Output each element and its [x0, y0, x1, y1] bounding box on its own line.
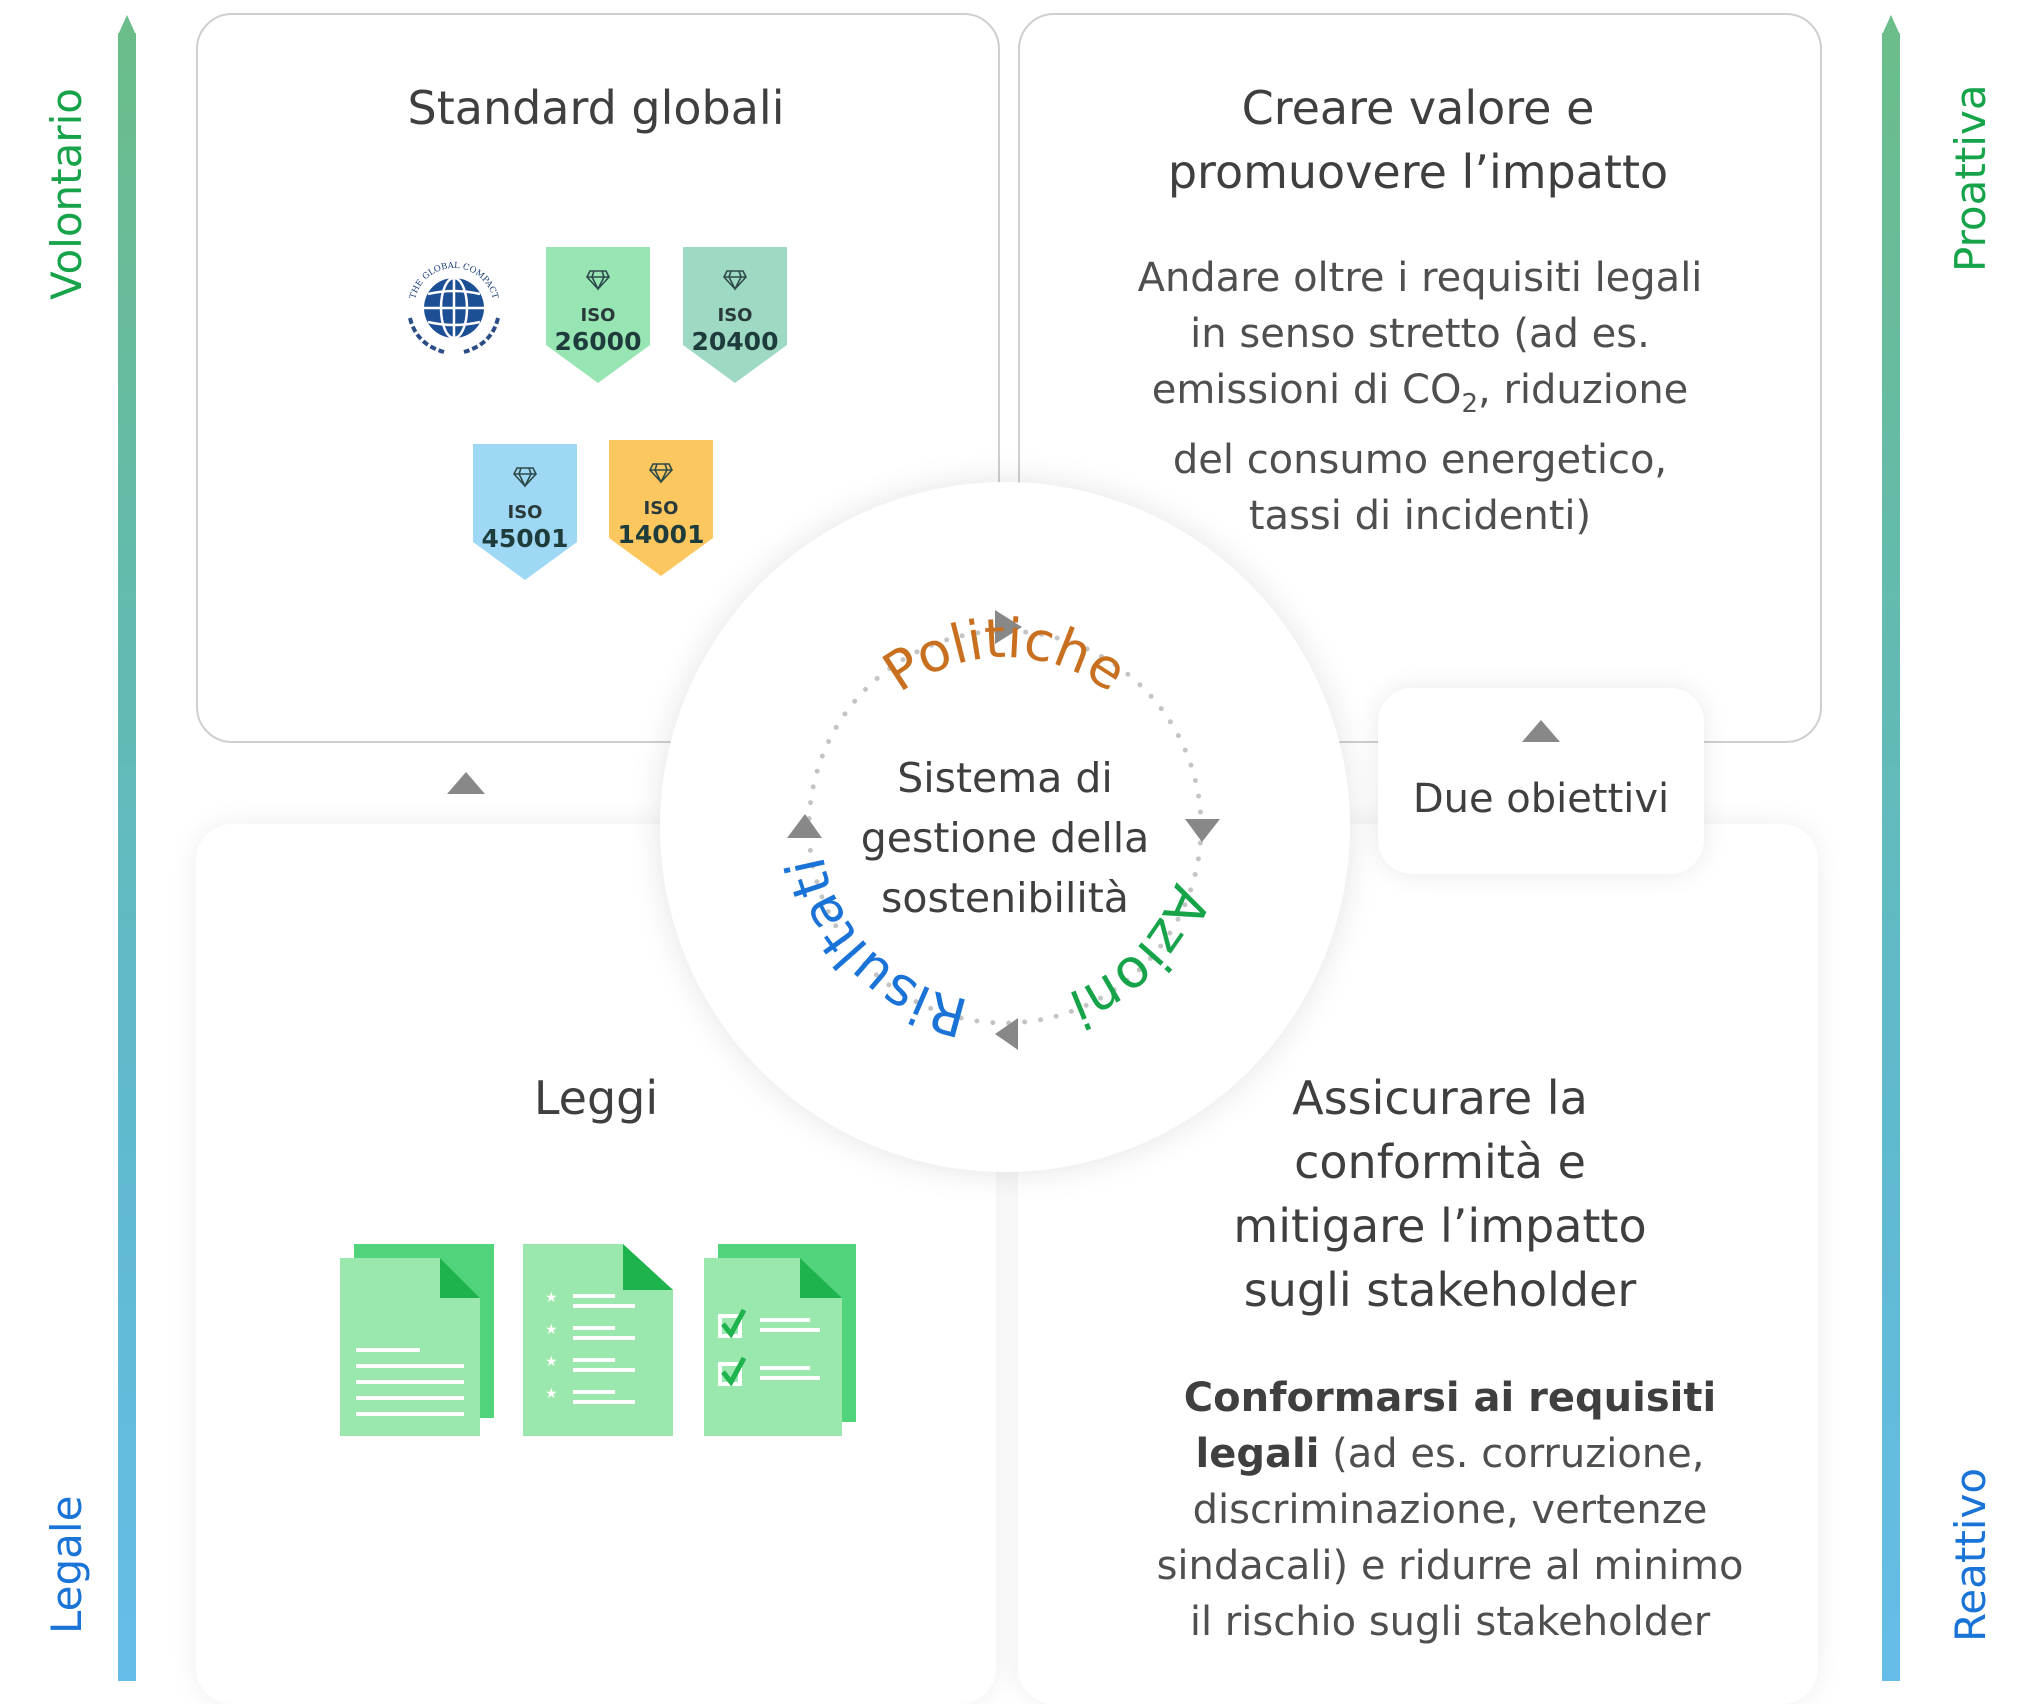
badge-number: 26000: [554, 327, 642, 356]
up-arrow-icon: [447, 772, 485, 794]
title-line: Assicurare la: [1292, 1071, 1588, 1125]
iso-14001-badge: ISO 14001: [609, 440, 713, 576]
diamond-icon: [586, 270, 610, 291]
text-line: tassi di incidenti): [1248, 493, 1592, 539]
text-line: Andare oltre i requisiti legali: [1137, 255, 1703, 301]
text-line: sostenibilità: [881, 874, 1129, 922]
proactive-reactive-axis-arrow: [1882, 15, 1900, 1681]
conformarsi-description: Conformarsi ai requisiti legali (ad es. …: [1110, 1370, 1790, 1650]
creare-valore-title: Creare valore e promuovere l’impatto: [1018, 76, 1818, 204]
title-line: Creare valore e: [1241, 81, 1595, 135]
axis-label-proattiva: Proattiva: [1946, 84, 1995, 272]
text-line: in senso stretto (ad es.: [1190, 311, 1650, 357]
text-line: il rischio sugli stakeholder: [1189, 1599, 1711, 1645]
text-line: sindacali) e ridurre al minimo: [1156, 1543, 1744, 1589]
document-icon: [340, 1244, 494, 1436]
document-list-icon: ★ ★ ★ ★: [523, 1244, 673, 1436]
title-line: conformità e: [1294, 1135, 1586, 1189]
badge-number: 20400: [691, 327, 779, 356]
voluntary-legal-axis-arrow: [118, 15, 136, 1681]
leggi-title: Leggi: [533, 1071, 659, 1125]
checklist-document-icon: [704, 1244, 856, 1436]
text-fragment: (ad es. corruzione,: [1319, 1431, 1705, 1477]
diamond-icon: [649, 463, 673, 484]
diamond-icon: [723, 270, 747, 291]
iso-26000-badge: ISO 26000: [546, 247, 650, 383]
badge-label: ISO: [717, 305, 753, 326]
badge-number: 14001: [617, 520, 705, 549]
badge-shape: [609, 440, 713, 576]
title-line: sugli stakeholder: [1243, 1263, 1637, 1317]
svg-text:★: ★: [545, 1354, 558, 1370]
badge-shape: [473, 444, 577, 580]
text-fragment: , riduzione: [1478, 367, 1689, 413]
standard-globali-title: Standard globali: [407, 81, 785, 135]
badge-shape: [546, 247, 650, 383]
bold-text: legali: [1195, 1431, 1320, 1477]
text-line: legali (ad es. corruzione,: [1110, 1426, 1790, 1482]
subscript: 2: [1461, 389, 1479, 419]
due-obiettivi-box: Due obiettivi: [1378, 688, 1704, 874]
svg-text:★: ★: [545, 1386, 558, 1402]
circle-center-text: Sistema di gestione della sostenibilità: [820, 748, 1190, 928]
text-line: Sistema di: [897, 754, 1113, 802]
global-compact-logo: THE GLOBAL COMPACT: [392, 246, 516, 370]
title-line: promuovere l’impatto: [1167, 145, 1669, 199]
assicurare-conformita-title: Assicurare la conformità e mitigare l’im…: [1140, 1066, 1740, 1322]
axis-label-volontario: Volontario: [42, 88, 91, 300]
creare-valore-description: Andare oltre i requisiti legali in senso…: [1090, 250, 1750, 544]
badge-number: 45001: [481, 524, 569, 553]
svg-text:★: ★: [545, 1290, 558, 1306]
bold-text: Conformarsi ai requisiti: [1183, 1375, 1717, 1421]
title-line: mitigare l’impatto: [1233, 1199, 1647, 1253]
iso-45001-badge: ISO 45001: [473, 444, 577, 580]
badge-label: ISO: [643, 498, 679, 519]
badge-label: ISO: [507, 502, 543, 523]
text-line: gestione della: [860, 814, 1150, 862]
text-line: Conformarsi ai requisiti: [1110, 1370, 1790, 1426]
axis-label-reattivo: Reattivo: [1946, 1467, 1995, 1642]
iso-20400-badge: ISO 20400: [683, 247, 787, 383]
up-arrow-icon: [1522, 720, 1560, 742]
text-line: emissioni di CO2, riduzione: [1090, 362, 1750, 432]
due-obiettivi-label: Due obiettivi: [1412, 776, 1670, 822]
diamond-icon: [513, 467, 537, 488]
text-fragment: emissioni di CO: [1151, 367, 1462, 413]
text-line: discriminazione, vertenze: [1192, 1487, 1708, 1533]
svg-text:★: ★: [545, 1322, 558, 1338]
axis-label-legale: Legale: [42, 1495, 91, 1634]
text-line: del consumo energetico,: [1172, 437, 1668, 483]
badge-label: ISO: [580, 305, 616, 326]
badge-shape: [683, 247, 787, 383]
